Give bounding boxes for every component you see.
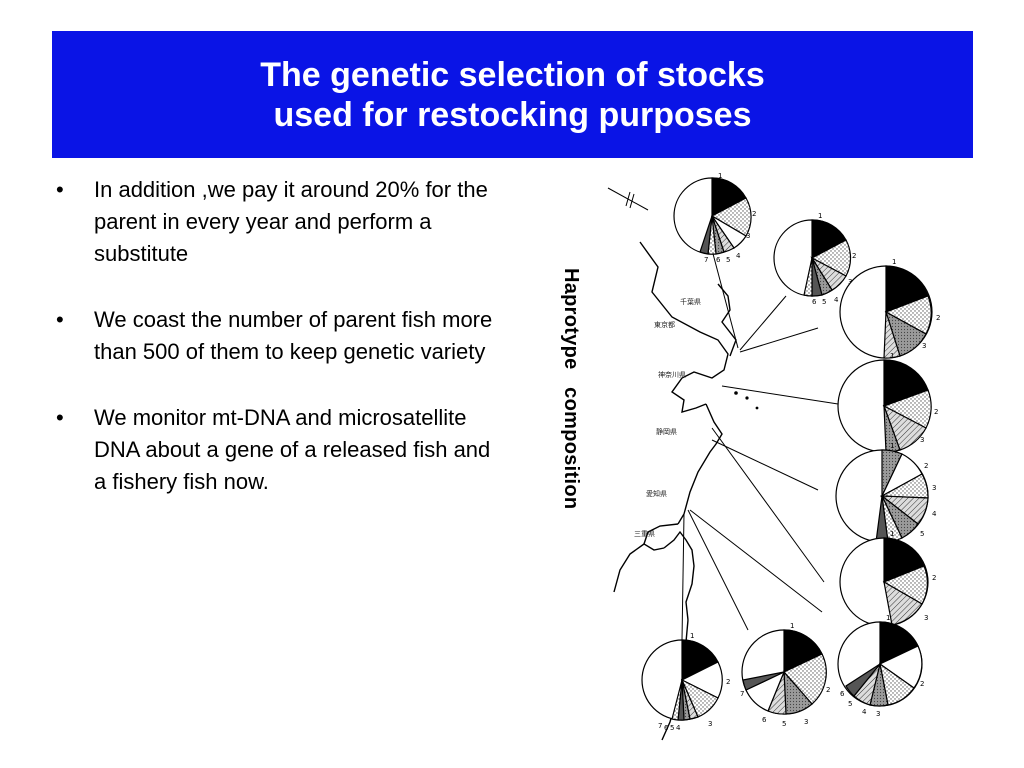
- pie-slice-label: 3: [804, 718, 808, 726]
- pie-slice-label: 1: [690, 632, 694, 640]
- pie-slice-label: 5: [782, 720, 786, 728]
- pie-slice-label: 7: [740, 690, 744, 698]
- prefecture-label: 東京都: [654, 320, 675, 329]
- haplotype-pie-chart: 1 2 3 4 5 6 7: [641, 632, 730, 732]
- bullet-text: We monitor mt-DNA and microsatellite DNA…: [94, 405, 491, 494]
- pie-slice-label: 5: [822, 298, 826, 306]
- pie-slice-label: 2: [852, 252, 856, 260]
- pie-slice-label: 4: [862, 708, 867, 716]
- pie-slice-label: 6: [840, 690, 845, 698]
- leader-lines: [681, 249, 839, 641]
- haplotype-pie-chart: 1 2 3 5 6 7: [740, 622, 830, 728]
- pie-slice-label: 2: [726, 678, 730, 686]
- pie-slice-label: 1: [890, 352, 894, 360]
- haplotype-pie-chart: 1 2 3 4 5 6: [773, 212, 856, 306]
- pie-slice-label: 1: [790, 622, 794, 630]
- pie-slice-label: 7: [658, 722, 662, 730]
- pie-slice-label: 1: [892, 258, 896, 266]
- pie-slice-label: 3: [920, 436, 924, 444]
- bullet-dot: •: [56, 177, 64, 202]
- prefecture-label: 静岡県: [656, 427, 677, 436]
- pie-slice-label: 5: [726, 256, 730, 264]
- bullet-dot: •: [56, 307, 64, 332]
- title-bar: The genetic selection of stocks used for…: [52, 31, 973, 158]
- slide-title-line-1: The genetic selection of stocks: [260, 55, 765, 94]
- pie-slice-label: 2: [826, 686, 830, 694]
- haplotype-pie-chart: 1 2 3 4 5 6 7: [835, 442, 937, 554]
- pie-slice-label: 4: [676, 724, 681, 732]
- pie-slice-label: 2: [924, 462, 928, 470]
- prefecture-label: 愛知県: [646, 489, 667, 498]
- slide-title-line-2: used for restocking purposes: [273, 95, 752, 134]
- prefecture-labels: 千葉県 東京都 神奈川県 静岡県 愛知県 三重県: [634, 297, 701, 538]
- prefecture-label: 三重県: [634, 530, 655, 538]
- pie-slice-label: 5: [848, 700, 852, 708]
- bullet-list: • In addition ,we pay it around 20% for …: [56, 174, 496, 532]
- haplotype-pie-chart: 1 2 3 7 4: [837, 352, 938, 464]
- pie-slice-label: 2: [932, 574, 936, 582]
- pie-slice-label: 7: [704, 256, 708, 264]
- coastline: [613, 241, 737, 741]
- pie-slice-label: 3: [932, 484, 936, 492]
- prefecture-label: 神奈川県: [658, 370, 686, 379]
- pie-slice-label: 3: [922, 342, 926, 350]
- pie-slice-label: 3: [876, 710, 880, 718]
- haplotype-pie-chart: 1 2 3 4 5 6 7: [673, 172, 756, 264]
- pie-slice-label: 4: [736, 252, 741, 260]
- pie-slice-label: 1: [886, 614, 890, 622]
- bullet-item: • We monitor mt-DNA and microsatellite D…: [56, 402, 496, 498]
- pie-slice-label: 1: [818, 212, 822, 220]
- compass-arrow-icon: [607, 187, 649, 211]
- bullet-text: We coast the number of parent fish more …: [94, 307, 493, 364]
- pie-slice-label: 6: [762, 716, 767, 724]
- prefecture-label: 千葉県: [680, 297, 701, 306]
- haplotype-label: Haprotype composition: [560, 268, 582, 510]
- haplotype-map-figure: 千葉県 東京都 神奈川県 静岡県 愛知県 三重県 1 2 3 4 5 6: [607, 172, 940, 741]
- pie-slice-label: 6: [716, 256, 721, 264]
- bullet-item: • In addition ,we pay it around 20% for …: [56, 174, 496, 270]
- pie-slice-label: 1: [718, 172, 722, 180]
- pie-slice-label: 3: [924, 614, 928, 622]
- pie-slice-label: 2: [920, 680, 924, 688]
- haplotype-pie-chart: 1 2 3 7 5: [839, 258, 940, 370]
- pie-slice-label: 1: [890, 530, 894, 538]
- pie-slice-label: 2: [934, 408, 938, 416]
- bullet-text: In addition ,we pay it around 20% for th…: [94, 177, 488, 266]
- pie-slice-label: 2: [752, 210, 756, 218]
- pie-slice-label: 6: [812, 298, 817, 306]
- pie-slice-label: 1: [890, 442, 894, 450]
- haplotype-pie-chart: 1 2 3 4 5 6: [837, 614, 924, 718]
- pie-slice-label: 4: [834, 296, 839, 304]
- bullet-item: • We coast the number of parent fish mor…: [56, 304, 496, 368]
- pie-slice-label: 3: [708, 720, 712, 728]
- bullet-dot: •: [56, 405, 64, 430]
- pie-slice-label: 2: [936, 314, 940, 322]
- pie-slice-label: 5: [920, 530, 924, 538]
- pie-slice-label: 3: [746, 232, 750, 240]
- pie-slice-label: 6: [664, 724, 669, 732]
- pie-slice-label: 3: [848, 278, 852, 286]
- pie-slice-label: 5: [670, 724, 674, 732]
- pie-slice-label: 4: [932, 510, 937, 518]
